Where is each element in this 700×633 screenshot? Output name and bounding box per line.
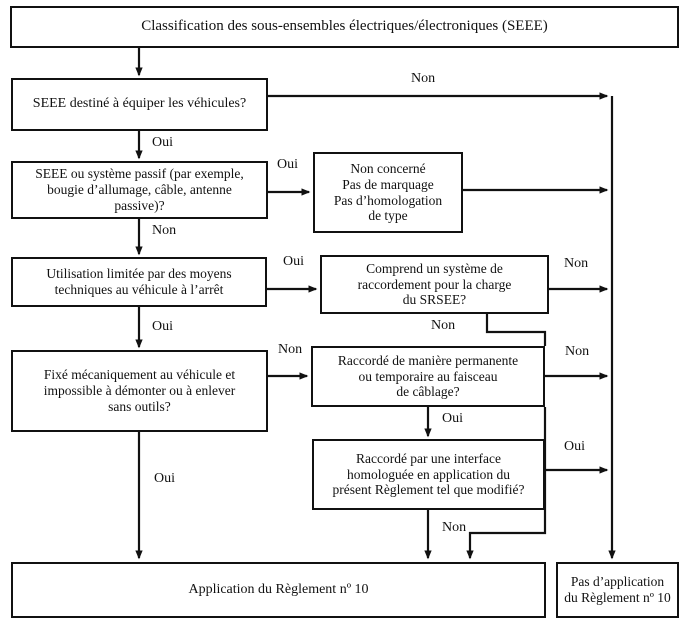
edge-label-q1-oui: Oui xyxy=(150,135,175,150)
edge-label-q7-non: Non xyxy=(440,520,469,535)
edge-q4-oui xyxy=(485,314,547,346)
edge-label-q3-oui: Oui xyxy=(281,254,306,269)
node-question-fixe-mecaniquement[interactable]: Fixé mécaniquement au véhicule et imposs… xyxy=(11,350,268,432)
node-question-systeme-raccordement-srsee[interactable]: Comprend un système de raccordement pour… xyxy=(320,255,549,314)
node-outcome-pas-application-reglement-text: Pas d’application du Règlement nº 10 xyxy=(564,574,671,605)
edge-label-q5-oui: Oui xyxy=(152,471,177,486)
edge-label-q5-non: Non xyxy=(276,342,305,357)
edge-label-q2-non: Non xyxy=(150,223,179,238)
edge-label-q7-oui: Oui xyxy=(562,439,587,454)
node-question-utilisation-limitee[interactable]: Utilisation limitée par des moyens techn… xyxy=(11,257,267,307)
node-question-utilisation-limitee-text: Utilisation limitée par des moyens techn… xyxy=(46,266,232,297)
node-question-seee-vehicules-text: SEEE destiné à équiper les véhicules? xyxy=(32,96,247,112)
edge-label-q6-non: Non xyxy=(563,344,592,359)
node-question-systeme-raccordement-srsee-text: Comprend un système de raccordement pour… xyxy=(357,260,512,308)
node-outcome-non-concerne-text: Non concerné Pas de marquage Pas d’homol… xyxy=(333,160,443,224)
node-outcome-application-reglement-text: Application du Règlement nº 10 xyxy=(188,581,369,597)
node-outcome-pas-application-reglement: Pas d’application du Règlement nº 10 xyxy=(556,562,679,618)
node-question-systeme-passif[interactable]: SEEE ou système passif (par exemple, bou… xyxy=(11,161,268,219)
node-question-raccorde-faisceau-text: Raccordé de manière permanente ou tempor… xyxy=(337,352,519,400)
node-outcome-non-concerne: Non concerné Pas de marquage Pas d’homol… xyxy=(313,152,463,233)
node-question-systeme-passif-text: SEEE ou système passif (par exemple, bou… xyxy=(35,166,244,213)
node-title: Classification des sous-ensembles électr… xyxy=(10,6,679,48)
edge-label-q4-oui: Non xyxy=(429,318,458,333)
node-question-raccorde-interface-homologuee-text: Raccordé par une interface homologuée en… xyxy=(332,450,525,498)
node-title-text: Classification des sous-ensembles électr… xyxy=(141,18,548,35)
node-question-seee-vehicules[interactable]: SEEE destiné à équiper les véhicules? xyxy=(11,78,268,131)
edge-label-q3-non: Oui xyxy=(150,319,175,334)
node-question-raccorde-interface-homologuee[interactable]: Raccordé par une interface homologuée en… xyxy=(312,439,545,510)
node-question-raccorde-faisceau[interactable]: Raccordé de manière permanente ou tempor… xyxy=(311,346,545,407)
edge-label-q2-oui: Oui xyxy=(275,157,300,172)
edge-oui-to-application xyxy=(466,407,547,560)
edge-label-q4-non: Non xyxy=(562,256,591,271)
node-outcome-application-reglement: Application du Règlement nº 10 xyxy=(11,562,546,618)
edge-label-q6-oui: Oui xyxy=(440,411,465,426)
node-question-fixe-mecaniquement-text: Fixé mécaniquement au véhicule et imposs… xyxy=(43,367,236,414)
edge-label-q1-non: Non xyxy=(409,71,438,86)
